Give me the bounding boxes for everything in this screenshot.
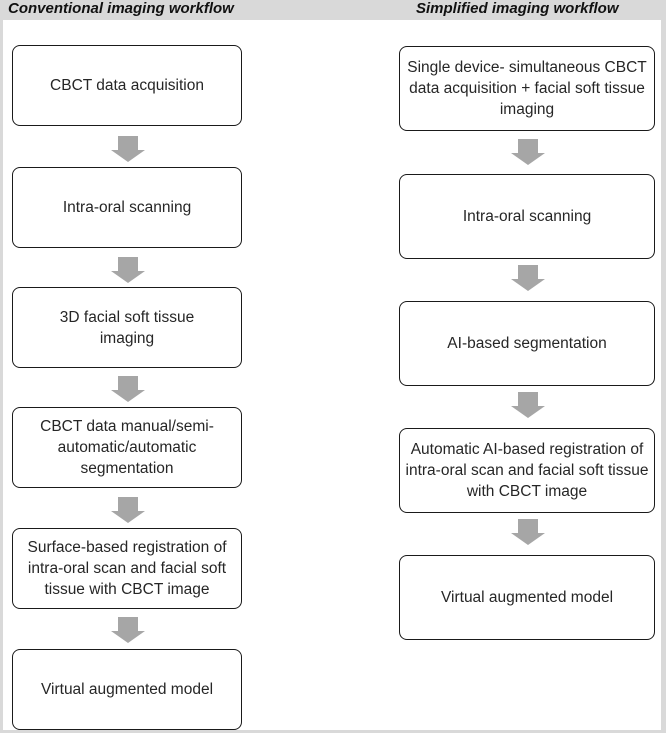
diagram-panel: CBCT data acquisition Intra-oral scannin… xyxy=(3,20,661,730)
simplified-step-3-box: AI-based segmentation xyxy=(399,301,655,386)
conventional-step-5-label: Surface-based registration of intra-oral… xyxy=(27,539,227,598)
simplified-step-1-label: Single device- simultaneous CBCT data ac… xyxy=(407,59,647,118)
simplified-step-2-label: Intra-oral scanning xyxy=(462,208,592,225)
conventional-step-6-label: Virtual augmented model xyxy=(40,681,214,698)
simplified-step-3-label: AI-based segmentation xyxy=(447,335,607,352)
simplified-workflow-title: Simplified imaging workflow xyxy=(416,0,619,17)
conventional-step-1-label: CBCT data acquisition xyxy=(50,77,204,94)
conventional-step-4-box: CBCT data manual/semi-automatic/automati… xyxy=(12,407,242,488)
simplified-step-5-label: Virtual augmented model xyxy=(440,589,614,606)
simplified-step-4-label: Automatic AI-based registration of intra… xyxy=(405,441,649,500)
conventional-step-5-box: Surface-based registration of intra-oral… xyxy=(12,528,242,609)
conventional-step-1-box: CBCT data acquisition xyxy=(12,45,242,126)
conventional-step-6-box: Virtual augmented model xyxy=(12,649,242,730)
simplified-step-4-box: Automatic AI-based registration of intra… xyxy=(399,428,655,513)
simplified-step-2-box: Intra-oral scanning xyxy=(399,174,655,259)
simplified-step-5-box: Virtual augmented model xyxy=(399,555,655,640)
conventional-step-2-box: Intra-oral scanning xyxy=(12,167,242,248)
conventional-workflow-title: Conventional imaging workflow xyxy=(8,0,234,17)
conventional-step-2-label: Intra-oral scanning xyxy=(62,199,192,216)
conventional-step-3-label: 3D facial soft tissue imaging xyxy=(59,308,195,347)
conventional-step-4-label: CBCT data manual/semi-automatic/automati… xyxy=(40,418,214,477)
conventional-step-3-box: 3D facial soft tissue imaging xyxy=(12,287,242,368)
simplified-step-1-box: Single device- simultaneous CBCT data ac… xyxy=(399,46,655,131)
